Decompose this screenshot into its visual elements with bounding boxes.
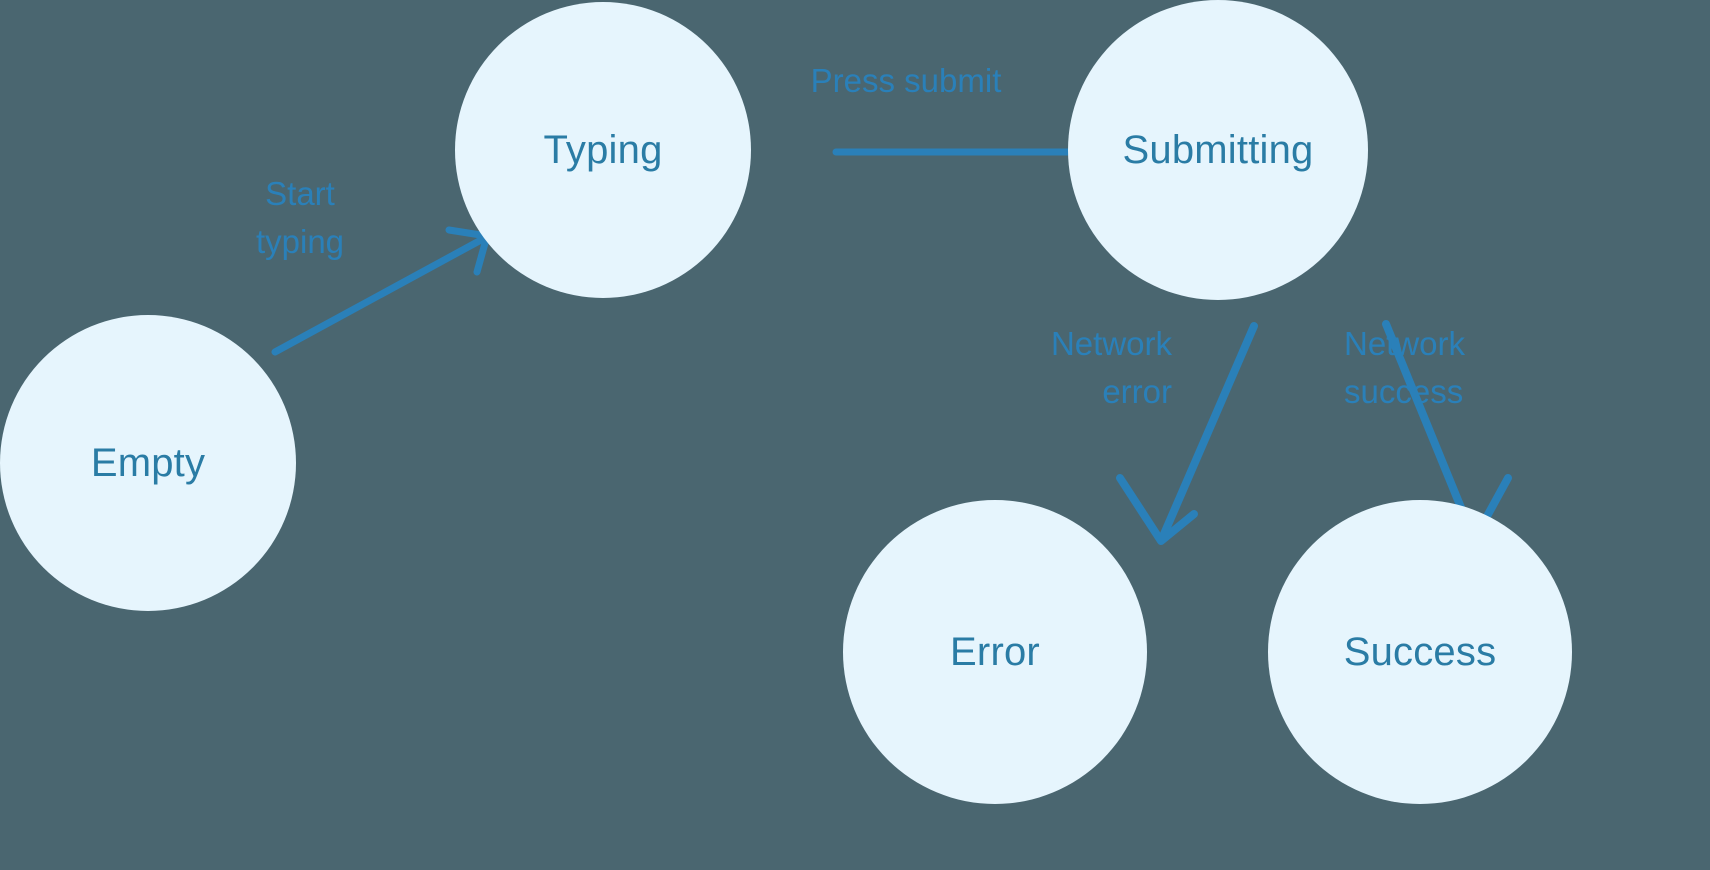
state-node-empty[interactable]: Empty (0, 315, 296, 611)
state-node-success[interactable]: Success (1268, 500, 1572, 804)
state-node-typing-label: Typing (543, 128, 663, 172)
edge-line-submitting-to-success (1382, 320, 1475, 536)
state-node-submitting-label: Submitting (1122, 128, 1314, 172)
edge-submitting-to-error (1116, 322, 1258, 545)
state-node-submitting[interactable]: Submitting (1068, 0, 1368, 300)
edge-label-network-success: Network success (1344, 325, 1466, 410)
edge-label-network-error: Network error (1050, 325, 1172, 410)
state-node-success-label: Success (1343, 630, 1497, 674)
state-node-typing[interactable]: Typing (455, 2, 751, 298)
edge-line-empty-to-typing (271, 236, 485, 356)
edge-line-submitting-to-error (1160, 322, 1258, 538)
state-node-error-label: Error (950, 630, 1040, 674)
edge-label-start-typing: Start typing (255, 175, 345, 260)
edge-label-press-submit: Press submit (810, 62, 1002, 99)
state-node-error[interactable]: Error (843, 500, 1147, 804)
state-node-empty-label: Empty (90, 441, 206, 485)
arrowhead-submitting-to-error (1116, 474, 1198, 545)
